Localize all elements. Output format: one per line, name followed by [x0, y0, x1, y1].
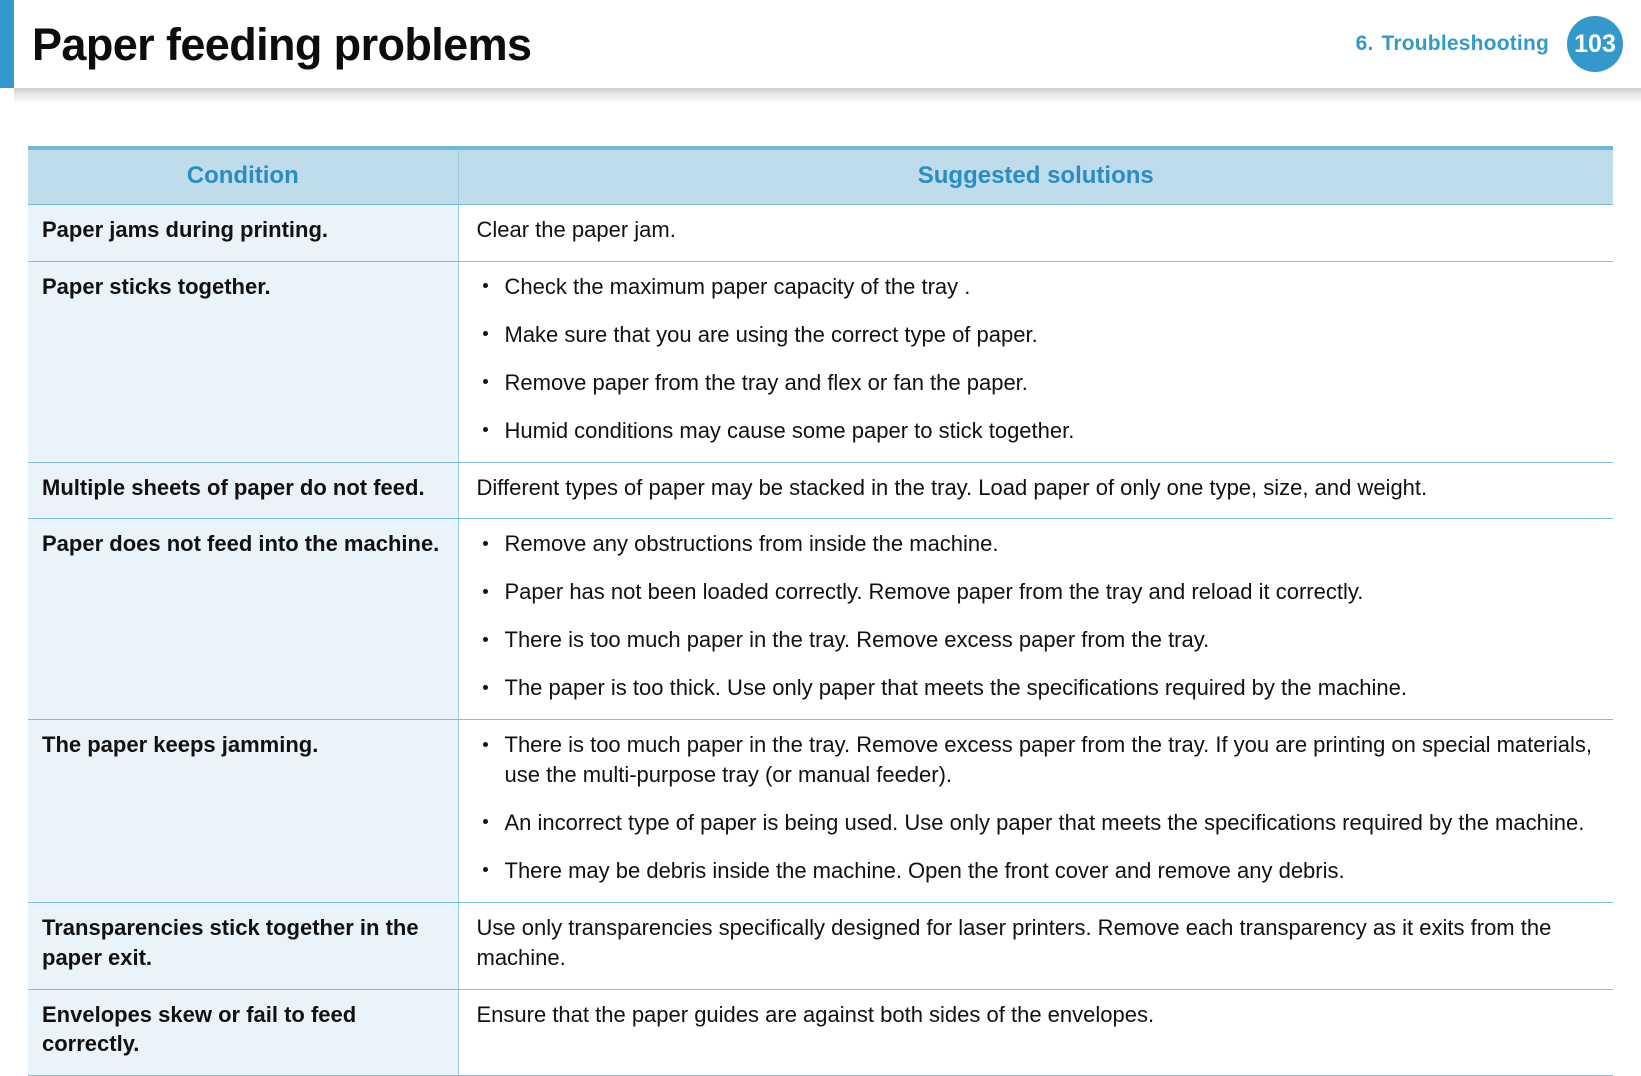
solution-item-text: There is too much paper in the tray. Rem… [504, 627, 1210, 653]
solution-item-text: An incorrect type of paper is being used… [504, 809, 1585, 835]
solution-list-item: Paper has not been loaded correctly. Rem… [477, 577, 1600, 607]
page-number-badge: 103 [1567, 16, 1623, 72]
troubleshooting-table: Condition Suggested solutions Paper jams… [28, 146, 1613, 1076]
solution-text: Use only transparencies specifically des… [476, 914, 1552, 970]
solution-item-text: Remove any obstructions from inside the … [504, 531, 999, 557]
table-row: Paper sticks together. Check the maximum … [28, 261, 1613, 463]
solution-list-item: Remove any obstructions from inside the … [477, 529, 1600, 559]
solution-cell: Different types of paper may be stacked … [458, 462, 1613, 520]
condition-cell: Paper jams during printing. [28, 204, 459, 262]
solution-list-item: There is too much paper in the tray. Rem… [477, 625, 1600, 655]
bullet-icon [482, 427, 488, 433]
solution-cell: Remove any obstructions from inside the … [458, 518, 1613, 721]
bullet-icon [482, 588, 488, 594]
section-label: 6. Troubleshooting [1356, 32, 1549, 56]
solution-cell: Use only transparencies specifically des… [458, 902, 1613, 990]
page-title: Paper feeding problems [32, 18, 532, 70]
solution-item-text: Check the maximum paper capacity of the … [504, 273, 971, 299]
bullet-icon [482, 741, 488, 747]
header-shadow-divider [14, 88, 1641, 104]
section-name: Troubleshooting [1381, 32, 1549, 55]
table-row: Paper jams during printing. Clear the pap… [28, 204, 1613, 262]
solution-item-text: Humid conditions may cause some paper to… [504, 417, 1075, 443]
solution-item-text: Paper has not been loaded correctly. Rem… [504, 579, 1364, 605]
solution-cell: Check the maximum paper capacity of the … [458, 261, 1613, 463]
solution-list-item: Humid conditions may cause some paper to… [477, 416, 1600, 446]
header-right-group: 6. Troubleshooting 103 [1356, 0, 1623, 88]
condition-cell: Multiple sheets of paper do not feed. [28, 462, 459, 520]
column-header-condition: Condition [28, 146, 459, 205]
condition-cell: Paper does not feed into the machine. [28, 518, 459, 721]
solution-list-item: Remove paper from the tray and flex or f… [477, 368, 1600, 398]
page-header: Paper feeding problems 6. Troubleshooting… [0, 0, 1641, 104]
table-row: Paper does not feed into the machine. Rem… [28, 518, 1613, 721]
table-row: Envelopes skew or fail to feed correctly… [28, 989, 1613, 1076]
bullet-icon [482, 379, 488, 385]
solution-cell: Clear the paper jam. [458, 204, 1613, 262]
bullet-icon [482, 540, 488, 546]
table-row: Multiple sheets of paper do not feed. Dif… [28, 462, 1613, 520]
section-number: 6. [1355, 32, 1374, 55]
solution-item-text: There is too much paper in the tray. Rem… [504, 732, 1592, 787]
solution-item-text: The paper is too thick. Use only paper t… [504, 675, 1407, 701]
solution-cell: There is too much paper in the tray. Rem… [458, 719, 1613, 903]
solution-cell: Ensure that the paper guides are against… [458, 989, 1613, 1076]
condition-cell: The paper keeps jamming. [28, 719, 459, 903]
solution-item-text: Remove paper from the tray and flex or f… [504, 369, 1028, 395]
column-header-suggested-solutions: Suggested solutions [458, 146, 1613, 205]
solution-list-item: The paper is too thick. Use only paper t… [477, 673, 1600, 703]
solution-item-text: Make sure that you are using the correct… [504, 321, 1038, 347]
table-row: The paper keeps jamming. There is too muc… [28, 719, 1613, 903]
solution-list: Check the maximum paper capacity of the … [477, 272, 1600, 446]
solution-item-text: There may be debris inside the machine. … [504, 857, 1345, 883]
table-header-row: Condition Suggested solutions [28, 146, 1613, 205]
solution-list: Remove any obstructions from inside the … [477, 529, 1600, 703]
solution-text: Different types of paper may be stacked … [476, 474, 1428, 500]
table-head: Condition Suggested solutions [28, 146, 1613, 205]
left-accent-bar [0, 0, 14, 88]
troubleshooting-table-wrapper: Condition Suggested solutions Paper jams… [28, 146, 1613, 1076]
bullet-icon [482, 331, 488, 337]
bullet-icon [482, 684, 488, 690]
solution-list: There is too much paper in the tray. Rem… [477, 730, 1600, 886]
bullet-icon [482, 636, 488, 642]
condition-cell: Envelopes skew or fail to feed correctly… [28, 989, 459, 1076]
bullet-icon [482, 819, 488, 825]
solution-list-item: An incorrect type of paper is being used… [477, 808, 1600, 838]
table-row: Transparencies stick together in the pap… [28, 902, 1613, 990]
solution-text: Ensure that the paper guides are against… [476, 1001, 1155, 1027]
table-body: Paper jams during printing. Clear the pap… [28, 204, 1613, 1076]
solution-list-item: Make sure that you are using the correct… [477, 320, 1600, 350]
solution-list-item: Check the maximum paper capacity of the … [477, 272, 1600, 302]
bullet-icon [482, 867, 488, 873]
condition-cell: Transparencies stick together in the pap… [28, 902, 459, 990]
solution-text: Clear the paper jam. [476, 217, 676, 242]
solution-list-item: There may be debris inside the machine. … [477, 856, 1600, 886]
condition-cell: Paper sticks together. [28, 261, 459, 463]
solution-list-item: There is too much paper in the tray. Rem… [477, 730, 1600, 790]
bullet-icon [482, 283, 488, 289]
